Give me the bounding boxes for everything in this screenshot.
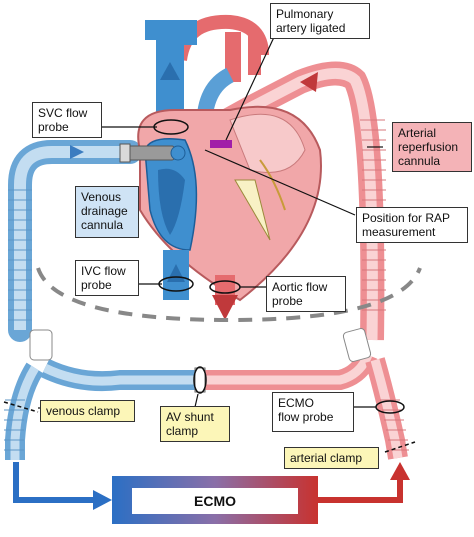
label-ecmo-flow-probe: ECMO flow probe — [272, 392, 354, 432]
label-aortic-flow-probe: Aortic flow probe — [266, 276, 346, 312]
arterial-clamp-marker — [384, 441, 416, 453]
label-venous-clamp: venous clamp — [40, 400, 135, 422]
venous-tubing — [4, 140, 200, 460]
venous-clamp-marker — [3, 401, 39, 413]
label-arterial-reperfusion-cannula: Arterial reperfusion cannula — [392, 122, 472, 172]
label-venous-drainage-cannula: Venous drainage cannula — [75, 186, 139, 238]
venous-cannula — [119, 143, 186, 163]
label-ivc-flow-probe: IVC flow probe — [75, 260, 139, 296]
ecmo-flow-arrows — [13, 462, 410, 510]
label-rap-measurement: Position for RAP measurement — [356, 207, 468, 243]
av-shunt-clamp-ring — [193, 366, 207, 394]
pericardium-dashed-line — [36, 267, 422, 323]
heart-illustration — [137, 14, 322, 320]
label-arterial-clamp: arterial clamp — [284, 447, 379, 469]
label-ecmo: ECMO — [194, 493, 236, 509]
label-svc-flow-probe: SVC flow probe — [32, 102, 102, 138]
label-av-shunt-clamp: AV shunt clamp — [160, 406, 230, 442]
label-pulmonary-artery-ligated: Pulmonary artery ligated — [270, 3, 370, 39]
